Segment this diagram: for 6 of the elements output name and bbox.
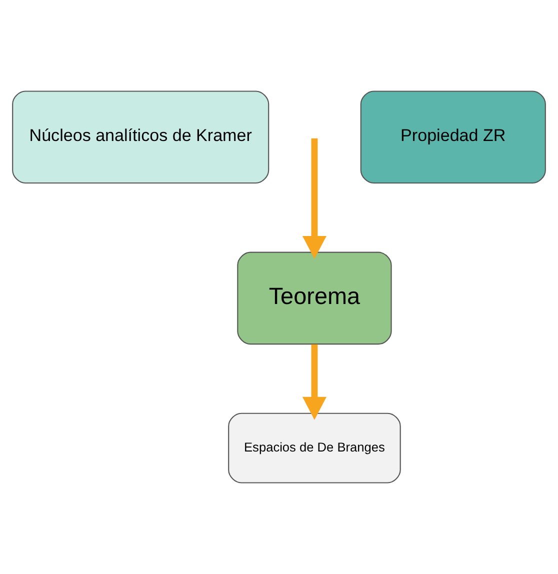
node-box: Teorema bbox=[237, 252, 392, 345]
node-box: Propiedad ZR bbox=[360, 90, 546, 184]
arrow bbox=[302, 344, 326, 420]
arrow bbox=[302, 138, 326, 259]
node-box: Núcleos analíticos de Kramer bbox=[12, 90, 270, 184]
node-box: Espacios de De Branges bbox=[228, 412, 401, 484]
